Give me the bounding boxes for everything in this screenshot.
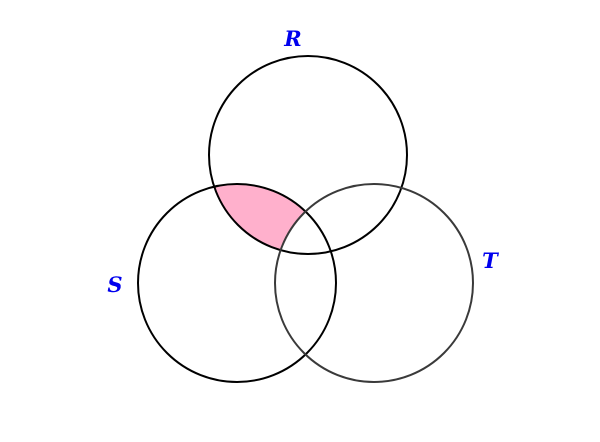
label-r: R bbox=[283, 26, 301, 51]
shaded-region-r-and-s-not-t bbox=[209, 184, 336, 254]
circle-s bbox=[137, 183, 337, 383]
circle-r bbox=[208, 55, 408, 255]
circle-t bbox=[274, 183, 474, 383]
label-s: S bbox=[107, 272, 122, 297]
label-t: T bbox=[482, 248, 499, 273]
